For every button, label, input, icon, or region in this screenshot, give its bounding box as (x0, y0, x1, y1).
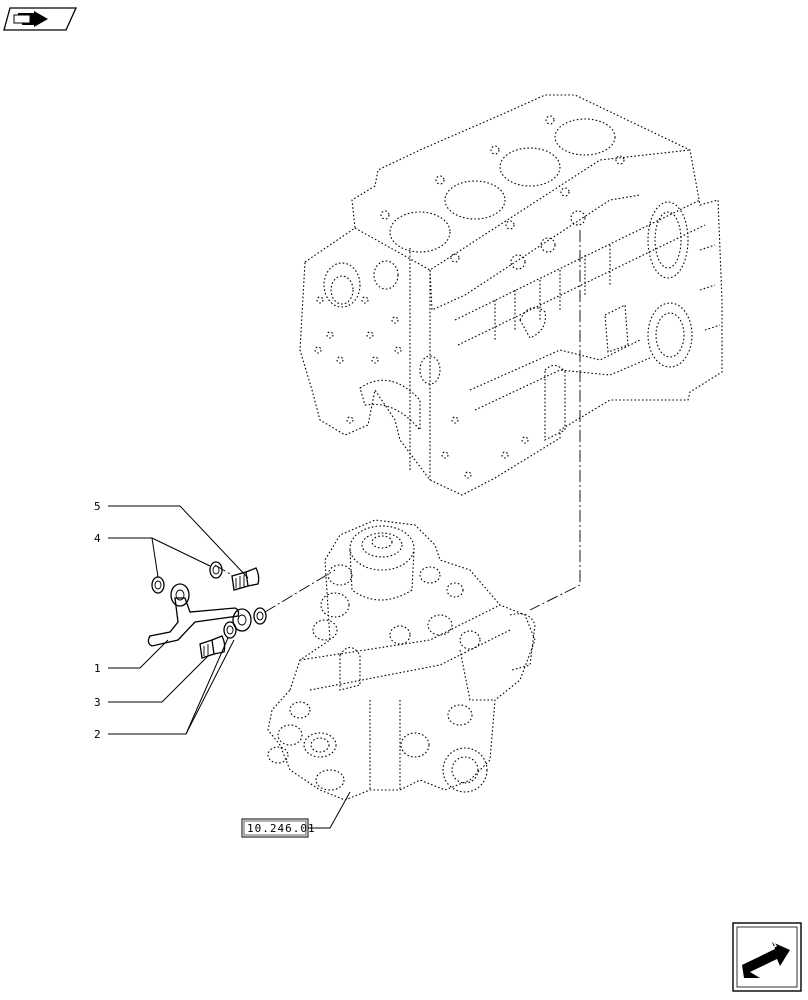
callout-2: 2 (94, 728, 101, 741)
back-book-arrow-icon[interactable] (3, 7, 78, 31)
seal-washer (253, 607, 267, 625)
fuel-pipe (147, 597, 240, 647)
fitting-alignment-line (264, 569, 336, 613)
banjo-bolt (231, 567, 260, 591)
callout-5: 5 (94, 500, 101, 513)
callout-4: 4 (94, 532, 101, 545)
seal-washer (151, 576, 165, 594)
next-page-arrow-icon[interactable] (732, 922, 802, 992)
engine-block (299, 94, 723, 496)
banjo-eye-lower (232, 608, 252, 632)
callout-leaders (108, 505, 351, 829)
reference-link[interactable]: 10.246.01 (241, 818, 316, 838)
injection-pump (267, 519, 536, 801)
banjo-eye (170, 583, 190, 607)
alignment-line (529, 230, 581, 611)
reference-label: 10.246.01 (247, 822, 316, 835)
callout-3: 3 (94, 696, 101, 709)
seal-washer (223, 621, 237, 639)
seal-washer (209, 561, 223, 579)
callout-1: 1 (94, 662, 101, 675)
pipe-bolt (199, 635, 226, 659)
fuel-pipe-assembly (147, 561, 267, 659)
